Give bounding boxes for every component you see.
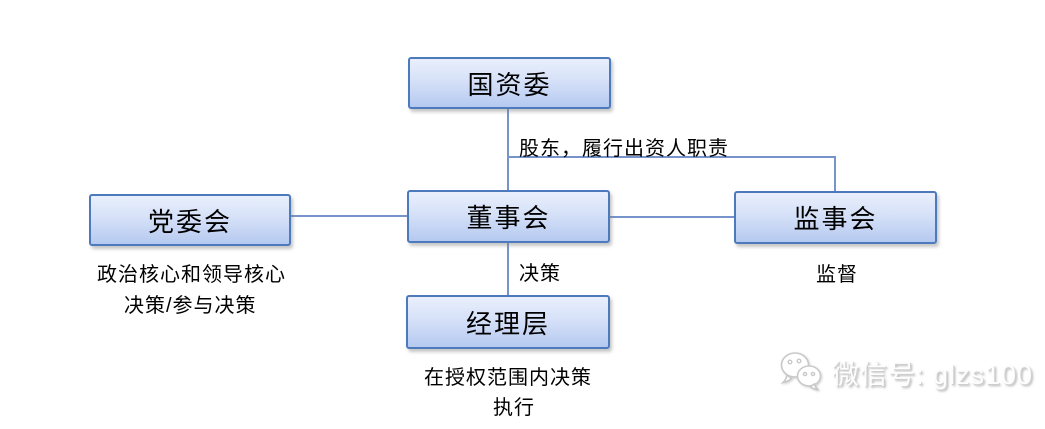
- connector-branch-jianshihui: [834, 156, 836, 192]
- connector-branch-horizontal: [507, 156, 836, 158]
- annotation-party-role-line1: 政治核心和领导核心: [97, 264, 286, 286]
- annotation-shareholder-duty: 股东，履行出资人职责: [519, 138, 729, 160]
- watermark: 微信号: glzs100: [778, 348, 1033, 396]
- node-dongshihui: 董事会: [407, 190, 610, 243]
- wechat-icon: [780, 352, 822, 391]
- connector-dongshihui-jianshihui: [610, 216, 735, 218]
- node-jianshihui-label: 监事会: [793, 204, 878, 234]
- node-jianshihui: 监事会: [734, 191, 937, 244]
- node-jinglicen: 经理层: [406, 295, 610, 349]
- connector-dongshihui-jinglicen: [507, 242, 509, 296]
- annotation-supervisor-role: 监督: [816, 264, 858, 286]
- annotation-board-role: 决策: [519, 263, 561, 285]
- node-dangweihui-label: 党委会: [147, 206, 232, 237]
- node-dongshihui-label: 董事会: [466, 203, 551, 233]
- node-guoziwei: 国资委: [408, 57, 611, 109]
- watermark-text: 微信号: glzs100: [832, 359, 1034, 390]
- node-jinglicen-label: 经理层: [465, 308, 550, 339]
- node-guoziwei-label: 国资委: [467, 69, 552, 100]
- annotation-party-role-line2: 决策/参与决策: [124, 295, 257, 317]
- connector-guoziwei-dongshihui: [507, 108, 509, 191]
- annotation-manager-role-line1: 在授权范围内决策: [424, 367, 592, 389]
- node-dangweihui: 党委会: [89, 194, 291, 246]
- connector-dangweihui-dongshihui: [291, 215, 408, 217]
- annotation-manager-role-line2: 执行: [493, 397, 535, 419]
